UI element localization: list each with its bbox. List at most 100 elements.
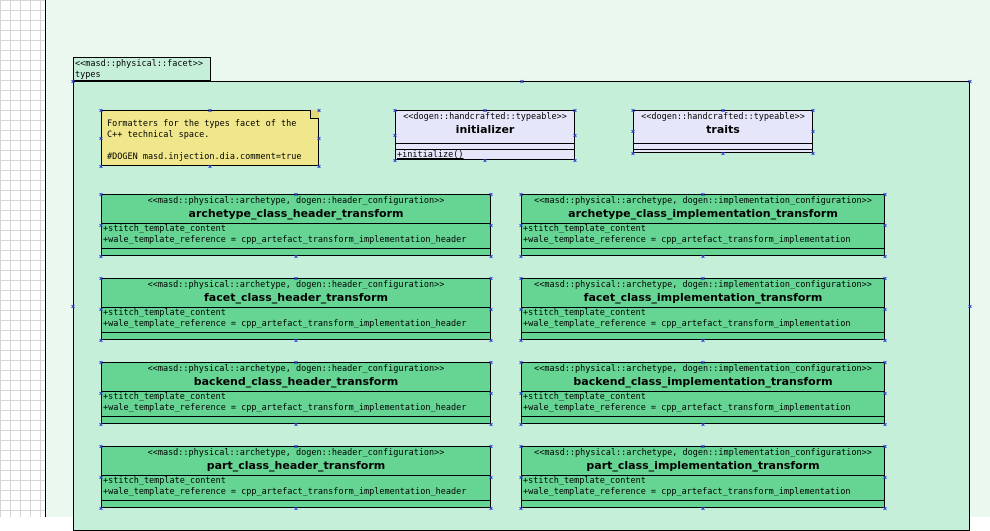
resize-handle[interactable] (701, 506, 705, 510)
resize-handle[interactable] (520, 79, 524, 83)
resize-handle[interactable] (519, 223, 523, 227)
resize-handle[interactable] (883, 338, 887, 342)
resize-handle[interactable] (317, 136, 321, 140)
package-tab[interactable]: <<masd::physical::facet>> types (73, 57, 211, 81)
resize-handle[interactable] (393, 108, 397, 112)
class-traits[interactable]: <<dogen::handcrafted::typeable>> traits (633, 110, 813, 153)
archetype-class[interactable]: <<masd::physical::archetype, dogen::head… (101, 278, 491, 340)
resize-handle[interactable] (883, 391, 887, 395)
resize-handle[interactable] (573, 108, 577, 112)
resize-handle[interactable] (968, 79, 972, 83)
resize-handle[interactable] (519, 360, 523, 364)
resize-handle[interactable] (294, 192, 298, 196)
resize-handle[interactable] (483, 108, 487, 112)
resize-handle[interactable] (294, 338, 298, 342)
resize-handle[interactable] (99, 136, 103, 140)
resize-handle[interactable] (208, 108, 212, 112)
archetype-class[interactable]: <<masd::physical::archetype, dogen::head… (101, 362, 491, 424)
resize-handle[interactable] (721, 108, 725, 112)
resize-handle[interactable] (883, 223, 887, 227)
resize-handle[interactable] (294, 506, 298, 510)
resize-handle[interactable] (99, 108, 103, 112)
resize-handle[interactable] (99, 223, 103, 227)
resize-handle[interactable] (294, 276, 298, 280)
resize-handle[interactable] (519, 254, 523, 258)
resize-handle[interactable] (701, 254, 705, 258)
resize-handle[interactable] (489, 444, 493, 448)
resize-handle[interactable] (519, 506, 523, 510)
resize-handle[interactable] (483, 158, 487, 162)
resize-handle[interactable] (489, 254, 493, 258)
resize-handle[interactable] (99, 192, 103, 196)
resize-handle[interactable] (393, 133, 397, 137)
archetype-class[interactable]: <<masd::physical::archetype, dogen::impl… (521, 362, 885, 424)
resize-handle[interactable] (573, 158, 577, 162)
resize-handle[interactable] (489, 475, 493, 479)
resize-handle[interactable] (489, 338, 493, 342)
resize-handle[interactable] (519, 391, 523, 395)
resize-handle[interactable] (99, 391, 103, 395)
resize-handle[interactable] (883, 422, 887, 426)
resize-handle[interactable] (631, 108, 635, 112)
resize-handle[interactable] (519, 276, 523, 280)
resize-handle[interactable] (883, 254, 887, 258)
resize-handle[interactable] (721, 151, 725, 155)
resize-handle[interactable] (883, 276, 887, 280)
resize-handle[interactable] (883, 444, 887, 448)
resize-handle[interactable] (71, 79, 75, 83)
resize-handle[interactable] (99, 276, 103, 280)
archetype-class[interactable]: <<masd::physical::archetype, dogen::impl… (521, 194, 885, 256)
resize-handle[interactable] (883, 475, 887, 479)
resize-handle[interactable] (294, 422, 298, 426)
class-initializer[interactable]: <<dogen::handcrafted::typeable>> initial… (395, 110, 575, 160)
resize-handle[interactable] (701, 276, 705, 280)
resize-handle[interactable] (393, 158, 397, 162)
resize-handle[interactable] (294, 444, 298, 448)
resize-handle[interactable] (294, 254, 298, 258)
resize-handle[interactable] (99, 164, 103, 168)
resize-handle[interactable] (631, 130, 635, 134)
resize-handle[interactable] (489, 422, 493, 426)
resize-handle[interactable] (701, 444, 705, 448)
resize-handle[interactable] (208, 164, 212, 168)
archetype-class[interactable]: <<masd::physical::archetype, dogen::head… (101, 194, 491, 256)
resize-handle[interactable] (489, 307, 493, 311)
resize-handle[interactable] (519, 475, 523, 479)
resize-handle[interactable] (811, 108, 815, 112)
resize-handle[interactable] (99, 475, 103, 479)
resize-handle[interactable] (631, 151, 635, 155)
resize-handle[interactable] (489, 276, 493, 280)
resize-handle[interactable] (99, 338, 103, 342)
resize-handle[interactable] (99, 506, 103, 510)
resize-handle[interactable] (317, 164, 321, 168)
resize-handle[interactable] (294, 360, 298, 364)
resize-handle[interactable] (99, 254, 103, 258)
resize-handle[interactable] (99, 360, 103, 364)
resize-handle[interactable] (489, 391, 493, 395)
resize-handle[interactable] (968, 304, 972, 308)
resize-handle[interactable] (701, 360, 705, 364)
comment-note[interactable]: Formatters for the types facet of the C+… (101, 110, 319, 166)
resize-handle[interactable] (519, 338, 523, 342)
resize-handle[interactable] (519, 444, 523, 448)
resize-handle[interactable] (883, 360, 887, 364)
archetype-class[interactable]: <<masd::physical::archetype, dogen::head… (101, 446, 491, 508)
resize-handle[interactable] (883, 192, 887, 196)
resize-handle[interactable] (71, 304, 75, 308)
archetype-class[interactable]: <<masd::physical::archetype, dogen::impl… (521, 278, 885, 340)
resize-handle[interactable] (99, 444, 103, 448)
resize-handle[interactable] (317, 108, 321, 112)
resize-handle[interactable] (489, 223, 493, 227)
resize-handle[interactable] (701, 422, 705, 426)
resize-handle[interactable] (519, 307, 523, 311)
resize-handle[interactable] (573, 133, 577, 137)
archetype-class[interactable]: <<masd::physical::archetype, dogen::impl… (521, 446, 885, 508)
resize-handle[interactable] (99, 307, 103, 311)
resize-handle[interactable] (489, 192, 493, 196)
resize-handle[interactable] (701, 192, 705, 196)
resize-handle[interactable] (519, 422, 523, 426)
resize-handle[interactable] (519, 192, 523, 196)
resize-handle[interactable] (489, 506, 493, 510)
resize-handle[interactable] (701, 338, 705, 342)
resize-handle[interactable] (489, 360, 493, 364)
